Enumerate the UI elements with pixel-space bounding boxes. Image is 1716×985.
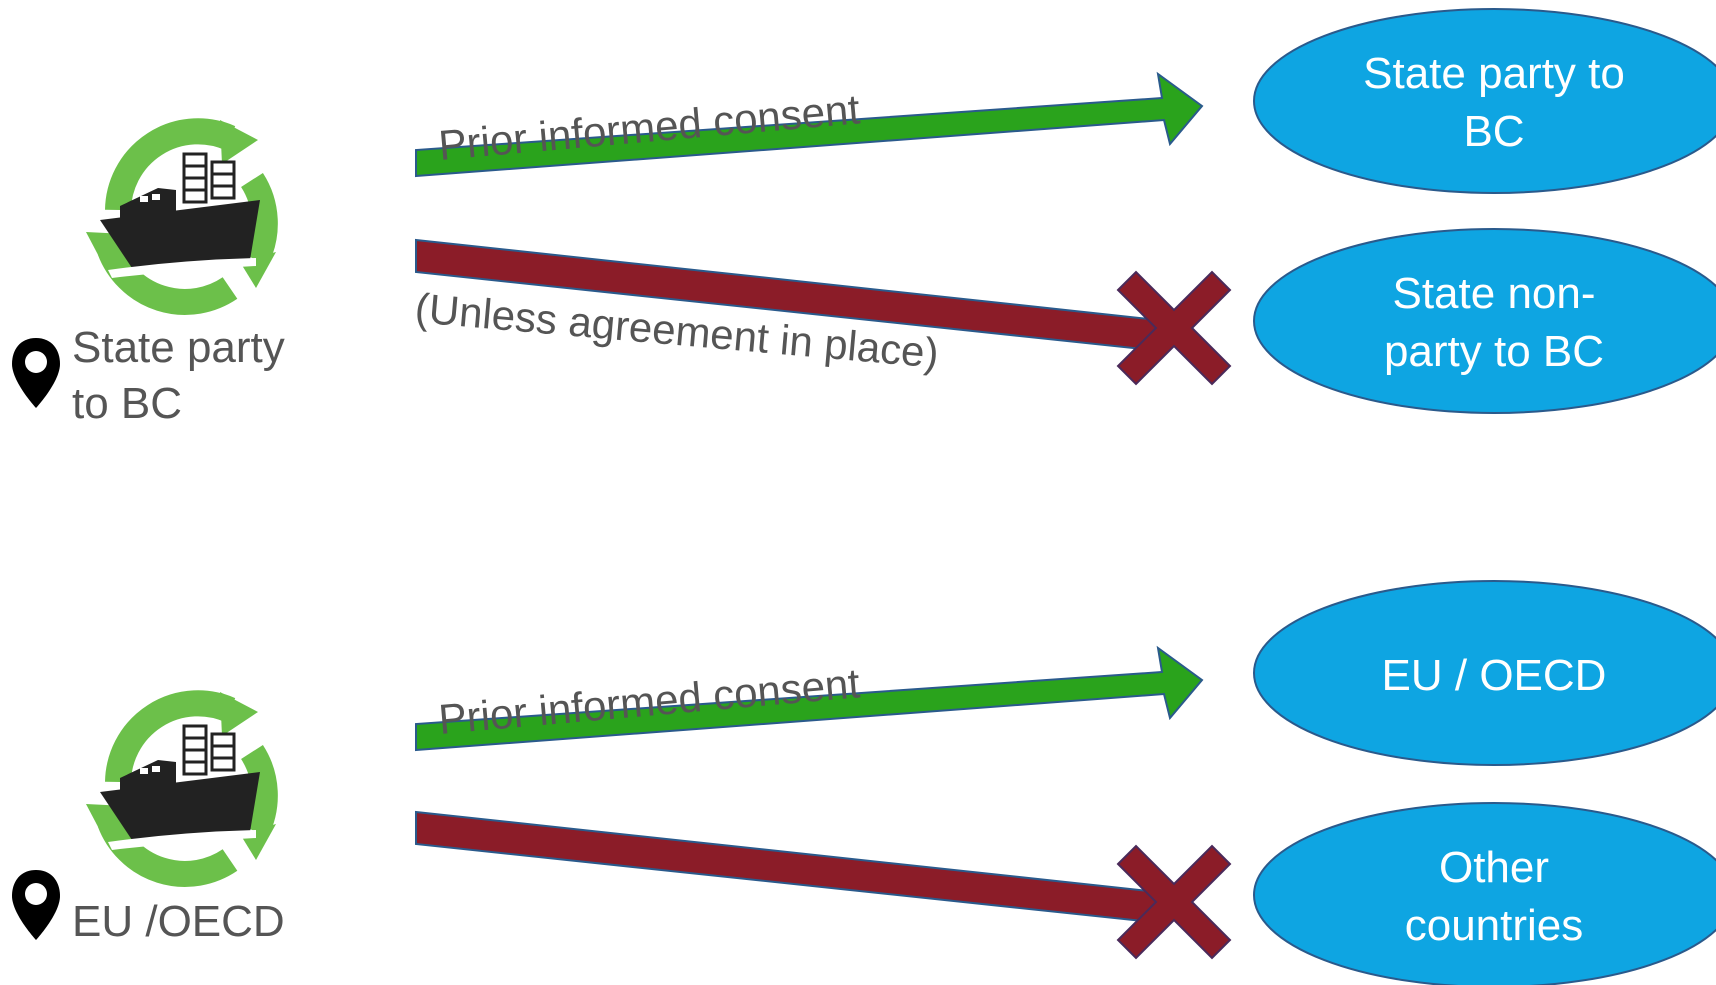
oval-label-line1: State non- — [1392, 269, 1595, 318]
recycling-ship-icon — [86, 120, 276, 302]
location-pin-icon — [12, 338, 60, 408]
oval-label-line2: countries — [1405, 901, 1584, 950]
section-state-party-bc: State party to BC Prior informed consent… — [12, 8, 1716, 428]
destination-other-countries-oval: Other countries — [1253, 802, 1716, 985]
section-eu-oecd: EU /OECD Prior informed consent EU / OEC… — [12, 580, 1716, 985]
oval-label: EU / OECD — [1382, 651, 1607, 700]
allowed-arrow — [415, 71, 1204, 178]
oval-label-line1: Other — [1439, 843, 1549, 892]
destination-state-party-oval: State party to BC — [1253, 8, 1716, 194]
oval-label-line1: State party to — [1363, 49, 1625, 98]
allowed-arrow — [415, 645, 1204, 752]
oval-label-line2: BC — [1463, 107, 1524, 156]
recycling-ship-icon — [86, 692, 276, 874]
oval-label-line2: party to BC — [1384, 327, 1604, 376]
origin-label-line1: State party — [72, 323, 285, 372]
origin-label-line1: EU /OECD — [72, 897, 285, 946]
location-pin-icon — [12, 870, 60, 940]
destination-non-party-oval: State non- party to BC — [1253, 228, 1716, 414]
destination-eu-oecd-oval: EU / OECD — [1253, 580, 1716, 766]
prohibited-arrow — [415, 810, 1160, 924]
origin-label-line2: to BC — [72, 379, 182, 428]
